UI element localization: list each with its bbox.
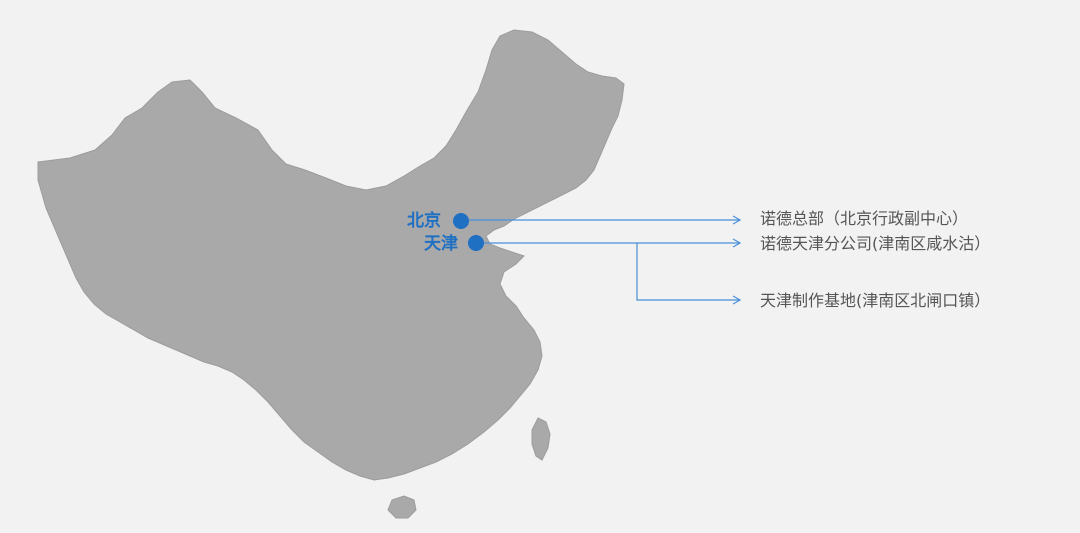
connector-tianjin-production-base bbox=[636, 243, 740, 301]
hainan-shape bbox=[387, 495, 417, 519]
arrowhead-headquarters bbox=[732, 215, 742, 225]
connector-lines bbox=[468, 215, 742, 305]
city-label-beijing: 北京 bbox=[407, 211, 441, 231]
taiwan-shape bbox=[531, 417, 551, 461]
location-label-tianjin-branch: 诺德天津分公司(津南区咸水沽） bbox=[760, 234, 991, 253]
arrowhead-tianjin-branch bbox=[732, 238, 742, 248]
city-markers bbox=[453, 213, 484, 251]
location-label-tianjin-production-base: 天津制作基地(津南区北闸口镇） bbox=[760, 291, 991, 310]
marker-beijing bbox=[453, 213, 469, 229]
marker-tianjin bbox=[468, 235, 484, 251]
location-label-headquarters: 诺德总部（北京行政副中心） bbox=[760, 209, 969, 228]
arrowhead-production-base bbox=[732, 295, 742, 305]
city-label-tianjin: 天津 bbox=[424, 234, 458, 254]
china-mainland-shape bbox=[37, 29, 625, 481]
